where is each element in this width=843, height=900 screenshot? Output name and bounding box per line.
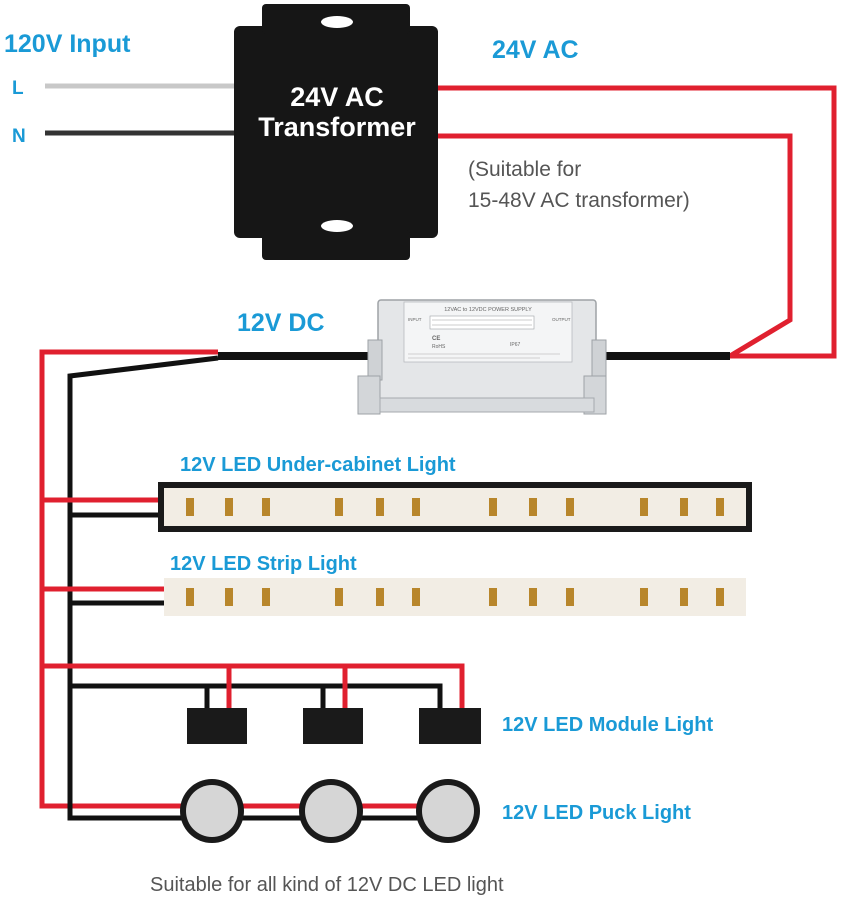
strip-led-chip-1 <box>186 588 194 606</box>
puck-light-2 <box>299 779 363 843</box>
footer-note: Suitable for all kind of 12V DC LED ligh… <box>150 874 504 896</box>
psu-output-header: OUTPUT <box>552 317 571 322</box>
psu-input-header: INPUT <box>408 317 422 322</box>
module-light-1 <box>187 708 247 744</box>
under-cabinet-led-chip-6 <box>412 498 420 516</box>
ac-wire-2 <box>434 133 793 359</box>
ac-wire-1 <box>434 85 837 359</box>
strip-led-chip-6 <box>412 588 420 606</box>
strip-led-chip-3 <box>262 588 270 606</box>
live-label: L <box>12 78 24 99</box>
ac-output-label: 24V AC <box>492 36 579 64</box>
power-supply: 12VAC to 12VDC POWER SUPPLY INPUT OUTPUT… <box>357 299 607 415</box>
transformer-label-line2: Transformer <box>258 112 416 142</box>
transformer-label-line1: 24V AC <box>290 82 384 112</box>
mount-hole-bottom <box>321 220 353 232</box>
under-cabinet-led-chip-12 <box>716 498 724 516</box>
module-light-2 <box>303 708 363 744</box>
under-cabinet-led-chip-11 <box>680 498 688 516</box>
under-cabinet-led-chip-3 <box>262 498 270 516</box>
under-cabinet-led-chip-4 <box>335 498 343 516</box>
module-black-bus <box>70 683 443 708</box>
under-cabinet-led-chip-5 <box>376 498 384 516</box>
transformer: 24V AC Transformer <box>234 4 438 260</box>
under-cabinet-led-chip-10 <box>640 498 648 516</box>
module-light-3 <box>419 708 481 744</box>
under-cabinet-label: 12V LED Under-cabinet Light <box>180 454 456 476</box>
input-title: 120V Input <box>4 30 131 58</box>
under-cabinet-led-chip-7 <box>489 498 497 516</box>
under-cabinet-led-chip-8 <box>529 498 537 516</box>
module-label: 12V LED Module Light <box>502 714 713 736</box>
puck-label: 12V LED Puck Light <box>502 802 691 824</box>
strip-led-chip-9 <box>566 588 574 606</box>
under-cabinet-led-chip-2 <box>225 498 233 516</box>
strip-light <box>164 578 746 616</box>
strip-led-chip-5 <box>376 588 384 606</box>
neutral-label: N <box>12 126 26 147</box>
suitable-note-line2: 15-48V AC transformer) <box>468 189 690 212</box>
psu-ce-mark: CE <box>432 336 440 342</box>
under-cabinet-led-chip-9 <box>566 498 574 516</box>
under-cabinet-led-chip-1 <box>186 498 194 516</box>
suitable-note-line1: (Suitable for <box>468 158 581 181</box>
psu-title: 12VAC to 12VDC POWER SUPPLY <box>444 307 532 313</box>
strip-led-chip-2 <box>225 588 233 606</box>
dc-red-bus <box>39 349 218 809</box>
strip-led-chip-11 <box>680 588 688 606</box>
psu-rohs-mark: RoHS <box>432 344 446 350</box>
under-cabinet-light <box>158 482 752 532</box>
module-red-bus <box>42 663 465 708</box>
strip-led-chip-12 <box>716 588 724 606</box>
puck-light-1 <box>180 779 244 843</box>
puck-light-3 <box>416 779 480 843</box>
mount-hole-top <box>321 16 353 28</box>
psu-ip-mark: IP67 <box>510 342 521 348</box>
strip-led-chip-7 <box>489 588 497 606</box>
strip-led-chip-10 <box>640 588 648 606</box>
strip-led-chip-8 <box>529 588 537 606</box>
dc-black-bus <box>67 355 219 821</box>
dc-output-label: 12V DC <box>237 309 325 337</box>
strip-label: 12V LED Strip Light <box>170 553 357 575</box>
strip-led-chip-4 <box>335 588 343 606</box>
